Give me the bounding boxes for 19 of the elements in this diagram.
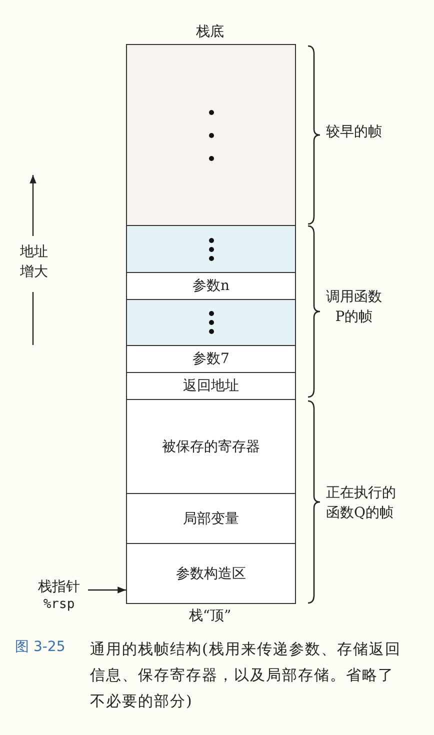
- stack-label: 栈底: [195, 23, 225, 42]
- arrow: [88, 586, 126, 594]
- stack-cell: 局部变量: [126, 493, 296, 544]
- direction-label: 地址增大: [19, 243, 49, 282]
- pointer-label: 栈指针 %rsp: [28, 578, 90, 613]
- caption: 通用的栈帧结构(栈用来传递参数、存储返回信息、保存寄存器，以及局部存储。省略了不必要的部分): [90, 639, 402, 712]
- stack-cell: 返回地址: [126, 372, 296, 400]
- stack-cell: 参数构造区: [126, 543, 296, 604]
- stack-label: 栈“顶”: [188, 607, 232, 626]
- figure-number: 图 3-25: [15, 638, 66, 657]
- ellipsis-box: [126, 299, 296, 346]
- stack-cell: 被保存的寄存器: [126, 399, 296, 494]
- frame-label: 调用函数P的帧: [325, 288, 383, 327]
- ellipsis-box: [126, 225, 296, 273]
- stack-cell: 参数n: [126, 272, 296, 300]
- stack-cell: 参数7: [126, 345, 296, 373]
- frame-label: 较早的帧: [326, 123, 383, 142]
- frame-label: 正在执行的函数Q的帧: [326, 484, 397, 523]
- ellipsis-box: [126, 44, 296, 226]
